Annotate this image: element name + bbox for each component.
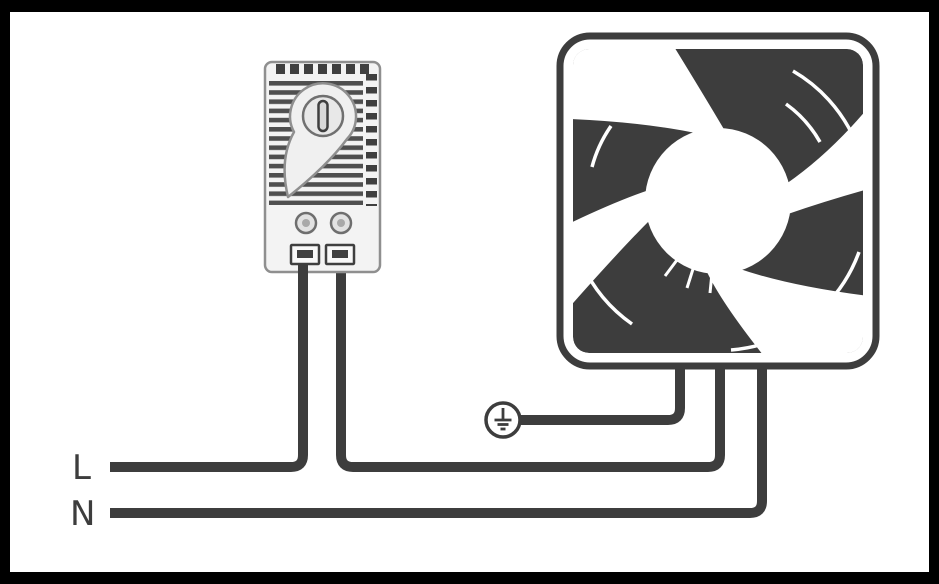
fan-hub-spoke [663, 259, 679, 277]
fan-blade-gap-left [573, 190, 650, 335]
terminal-slot-right [332, 250, 348, 258]
fan-hub-spoke [708, 272, 714, 294]
din-tooth [290, 64, 299, 74]
label-neutral: N [70, 494, 95, 534]
fan-blade-line [792, 69, 856, 139]
terminal-screw-right-center [337, 219, 345, 227]
fan-blade-line [580, 263, 634, 326]
wire-neutral [110, 363, 767, 518]
wires [110, 264, 767, 518]
din-tooth [276, 64, 285, 74]
fan [556, 32, 880, 370]
din-tooth [304, 64, 313, 74]
din-tooth [360, 64, 369, 74]
fan-blade-gap-top-left [573, 49, 725, 134]
fan-hub-spoke [685, 268, 695, 289]
thermostat-scale-ticks [366, 74, 377, 206]
label-line: L [72, 448, 91, 488]
terminal-screw-left-center [302, 219, 310, 227]
fan-blade-line [822, 251, 861, 309]
fan-impeller [573, 49, 863, 353]
fan-blade-line [784, 102, 822, 143]
fan-blade-line [590, 124, 613, 168]
thermostat-din-teeth [276, 64, 369, 74]
fan-hub [645, 128, 791, 274]
terminal-slot-left [297, 250, 313, 258]
din-tooth [332, 64, 341, 74]
din-tooth [346, 64, 355, 74]
fan-blade-gap-bottom-right [707, 268, 863, 353]
ground-symbol [484, 401, 522, 439]
fan-blade-gap-right [786, 88, 863, 214]
fan-blade-line [730, 329, 794, 352]
wire-switched-live [336, 264, 725, 472]
thermostat [263, 60, 382, 274]
din-tooth [318, 64, 327, 74]
thermostat-dial-slot [317, 99, 329, 133]
wire-ground [520, 363, 685, 425]
wire-live [110, 264, 308, 472]
